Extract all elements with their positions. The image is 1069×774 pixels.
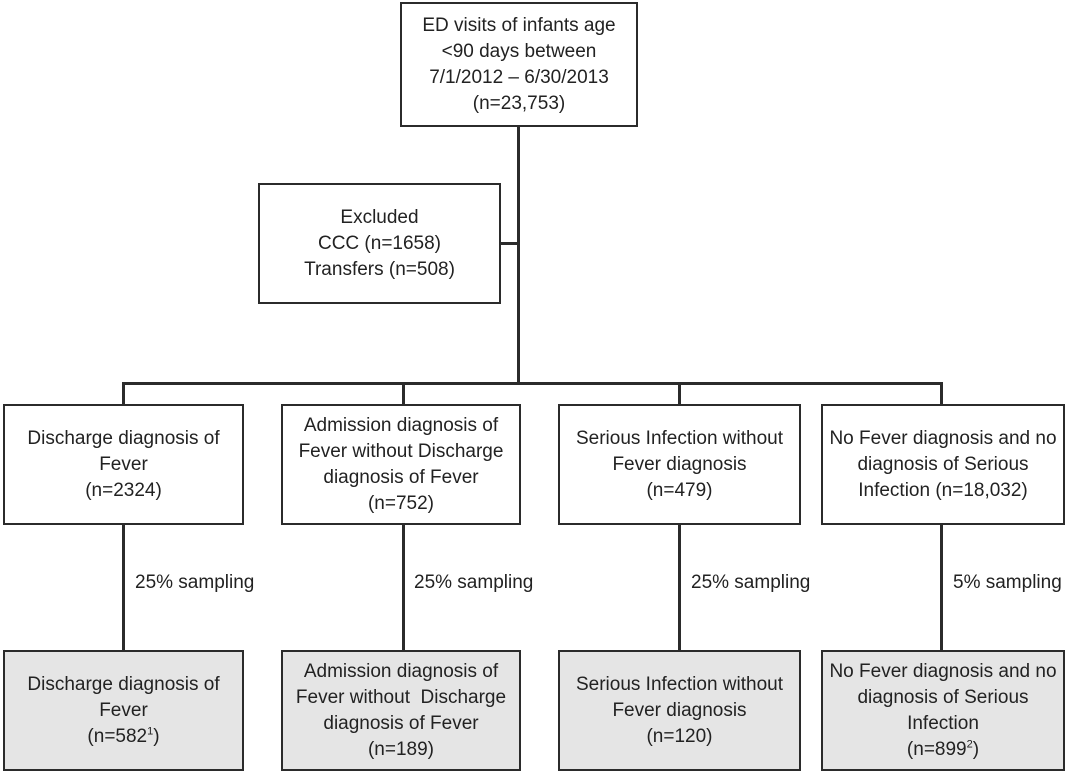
sample4-count: (n=8992) xyxy=(907,737,979,763)
group4-line-3: Infection (n=18,032) xyxy=(858,479,1028,501)
footnote-2-marker: 2 xyxy=(966,738,973,751)
sample2-line-2: Fever without Discharge xyxy=(295,686,507,708)
connector-sampling-4 xyxy=(940,523,943,651)
top-line-3: 7/1/2012 – 6/30/2013 xyxy=(429,66,609,88)
excluded-line-3: Transfers (n=508) xyxy=(304,258,455,280)
sample-box-discharge-fever: Discharge diagnosis of Fever (n=5821) xyxy=(3,650,244,771)
top-line-4: (n=23,753) xyxy=(472,92,566,114)
sampling-label-4: 5% sampling xyxy=(953,572,1062,593)
sampling-label-1: 25% sampling xyxy=(135,572,255,593)
sample1-count-value: (n=582 xyxy=(87,725,148,747)
group-box-serious-infection: Serious Infection without Fever diagnosi… xyxy=(558,404,801,525)
group2-line-2: Fever without Discharge xyxy=(298,440,504,462)
sample3-line-2: Fever diagnosis xyxy=(612,699,747,721)
connector-drop-4 xyxy=(940,382,943,406)
connector-excluded-branch xyxy=(500,242,519,245)
group-box-admission-fever: Admission diagnosis of Fever without Dis… xyxy=(281,404,521,525)
connector-drop-1 xyxy=(122,382,125,406)
excluded-line-2: CCC (n=1658) xyxy=(317,232,442,254)
connector-top-trunk xyxy=(517,126,520,384)
group4-line-2: diagnosis of Serious xyxy=(857,453,1029,475)
connector-drop-3 xyxy=(678,382,681,406)
group1-line-1: Discharge diagnosis of xyxy=(27,427,220,449)
connector-distribution-bar xyxy=(122,382,942,385)
connector-sampling-2 xyxy=(402,523,405,651)
sample4-line-2: diagnosis of Serious xyxy=(857,686,1029,708)
sample2-line-4: (n=189) xyxy=(367,738,435,760)
group3-line-1: Serious Infection without xyxy=(575,427,783,449)
connector-sampling-1 xyxy=(122,523,125,651)
sample2-line-3: diagnosis of Fever xyxy=(323,712,479,734)
sample1-count: (n=5821) xyxy=(87,724,159,750)
sample-box-admission-fever: Admission diagnosis of Fever without Dis… xyxy=(281,650,521,771)
sample1-line-1: Discharge diagnosis of xyxy=(27,673,220,695)
group3-line-3: (n=479) xyxy=(646,479,713,501)
sample3-line-1: Serious Infection without xyxy=(575,673,783,695)
top-line-2: <90 days between xyxy=(441,40,597,62)
sample4-line-3: Infection xyxy=(907,712,979,734)
sampling-label-3: 25% sampling xyxy=(691,572,811,593)
sample-box-serious-infection: Serious Infection without Fever diagnosi… xyxy=(558,650,801,771)
connector-sampling-3 xyxy=(678,523,681,651)
group4-line-1: No Fever diagnosis and no xyxy=(829,427,1057,449)
sample2-line-1: Admission diagnosis of xyxy=(303,660,499,682)
excluded-box: Excluded CCC (n=1658) Transfers (n=508) xyxy=(258,183,501,304)
sample-box-no-fever: No Fever diagnosis and no diagnosis of S… xyxy=(821,650,1065,771)
group2-line-3: diagnosis of Fever xyxy=(323,466,479,488)
sampling-label-2: 25% sampling xyxy=(414,572,534,593)
group-box-no-fever: No Fever diagnosis and no diagnosis of S… xyxy=(821,404,1065,525)
sample1-count-close: ) xyxy=(153,725,160,747)
top-box-ed-visits: ED visits of infants age <90 days betwee… xyxy=(400,2,638,127)
connector-drop-2 xyxy=(402,382,405,406)
sample4-count-value: (n=899 xyxy=(906,738,967,760)
sample4-count-close: ) xyxy=(972,738,980,760)
sample1-line-2: Fever xyxy=(99,699,148,721)
group3-line-2: Fever diagnosis xyxy=(612,453,747,475)
sample4-line-1: No Fever diagnosis and no xyxy=(829,660,1057,682)
group2-line-1: Admission diagnosis of xyxy=(303,414,499,436)
group1-line-2: Fever xyxy=(99,453,148,475)
group1-line-3: (n=2324) xyxy=(85,479,162,501)
group-box-discharge-fever: Discharge diagnosis of Fever (n=2324) xyxy=(3,404,244,525)
group2-line-4: (n=752) xyxy=(367,492,435,514)
top-line-1: ED visits of infants age xyxy=(422,14,616,36)
excluded-line-1: Excluded xyxy=(340,206,419,228)
footnote-1-marker: 1 xyxy=(147,725,154,738)
sample3-line-3: (n=120) xyxy=(646,725,713,747)
